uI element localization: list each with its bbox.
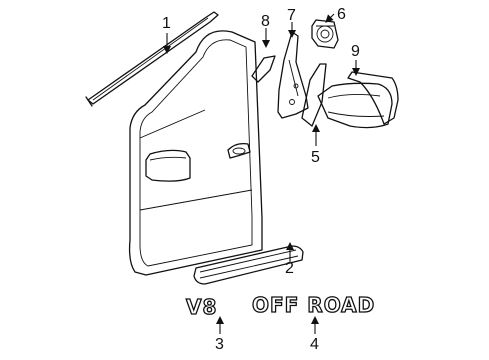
corner-seal [251, 55, 276, 83]
belt-weatherstrip [85, 11, 219, 107]
callout-5: 5 [311, 149, 320, 166]
off-road-emblem: OFF ROAD [251, 292, 375, 317]
callout-9: 9 [351, 43, 360, 60]
callout-3: 3 [215, 336, 224, 353]
door-sash-bracket [277, 31, 309, 119]
door-molding [193, 245, 304, 285]
front-door-shell [128, 30, 263, 276]
v8-emblem-text: V8 [186, 295, 217, 319]
v8-emblem: V8 [185, 294, 217, 319]
off-road-emblem-text: OFF ROAD [252, 293, 375, 317]
mirror-actuator [311, 19, 339, 49]
callout-4: 4 [310, 336, 319, 353]
outside-mirror-assembly [317, 82, 393, 129]
callout-7: 7 [287, 7, 296, 24]
leader-6 [325, 13, 335, 23]
mirror-glass [347, 71, 399, 125]
callout-2: 2 [285, 260, 294, 277]
leader-lines [163, 13, 360, 334]
door-mounted-mirror [145, 149, 191, 182]
callout-numbers: 1 2 3 4 5 6 7 8 9 [162, 6, 360, 353]
callout-8: 8 [261, 13, 270, 30]
callout-6: 6 [337, 6, 346, 23]
callout-1: 1 [162, 15, 171, 32]
